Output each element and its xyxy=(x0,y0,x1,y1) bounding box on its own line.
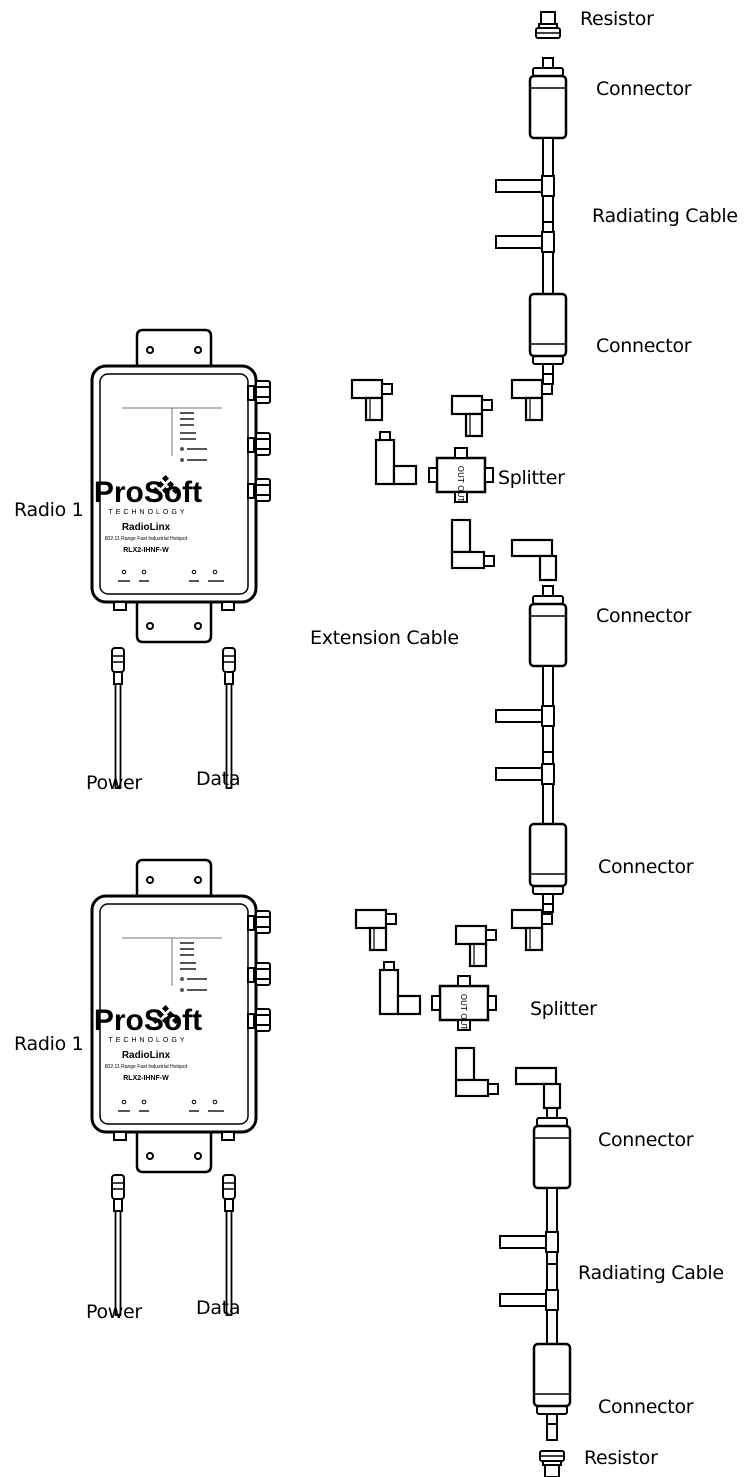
label-connector-5: Connector xyxy=(598,1129,694,1151)
splitter-top-text: OUT OUT xyxy=(456,466,465,503)
brand-logo-bottom: ProSoft xyxy=(94,1004,202,1037)
brand-sub-top: TECHNOLOGY xyxy=(108,509,187,516)
connector-5-icon xyxy=(532,1106,572,1190)
label-connector-1: Connector xyxy=(596,78,692,100)
tagline-bottom: 802.11 Range Fast Industrial Hotspot xyxy=(105,1064,188,1070)
antenna-chain-top: OUT OUT xyxy=(350,11,568,913)
label-power-bottom: Power xyxy=(86,1301,142,1323)
label-connector-6: Connector xyxy=(598,1396,694,1418)
radio-bottom: ProSoft TECHNOLOGY RadioLinx 802.11 Rang… xyxy=(90,858,272,1316)
label-splitter-top: Splitter xyxy=(498,467,565,489)
label-data-bottom: Data xyxy=(196,1297,241,1319)
connector-1-icon xyxy=(528,56,568,140)
connector-3-icon xyxy=(528,584,568,668)
product-name-bottom: RadioLinx xyxy=(122,1050,171,1061)
data-cable-top xyxy=(222,647,236,789)
cable-clip-5 xyxy=(499,1231,559,1253)
label-resistor-bottom: Resistor xyxy=(584,1447,658,1469)
splitter-bottom-text: OUT OUT xyxy=(459,994,468,1031)
antenna-chain-bottom: OUT OUT xyxy=(354,908,572,1477)
cable-clip-6 xyxy=(499,1289,559,1311)
cable-clip-4 xyxy=(495,763,555,785)
brand-logo-top: ProSoft xyxy=(94,476,202,509)
label-radio-top: Radio 1 xyxy=(14,499,84,521)
cable-clip-1 xyxy=(495,175,555,197)
label-connector-4: Connector xyxy=(598,856,694,878)
resistor-top-icon xyxy=(535,11,561,39)
label-resistor-top: Resistor xyxy=(580,8,654,30)
label-data-top: Data xyxy=(196,768,241,790)
label-extension-cable: Extension Cable xyxy=(310,627,459,649)
radio-top: ProSoft TECHNOLOGY RadioLinx 802.11 Rang… xyxy=(90,328,272,789)
brand-sub-bottom: TECHNOLOGY xyxy=(108,1037,187,1044)
model-top: RLX2-IHNF-W xyxy=(123,547,169,554)
label-radiating-cable-bottom: Radiating Cable xyxy=(578,1262,724,1284)
label-radiating-cable-top: Radiating Cable xyxy=(592,205,738,227)
model-bottom: RLX2-IHNF-W xyxy=(123,1075,169,1082)
cable-clip-2 xyxy=(495,231,555,253)
tagline-top: 802.11 Range Fast Industrial Hotspot xyxy=(105,536,188,542)
power-cable-bottom xyxy=(111,1174,125,1316)
product-name-top: RadioLinx xyxy=(122,522,171,533)
resistor-bottom-icon xyxy=(539,1450,565,1477)
power-cable-top xyxy=(111,647,125,789)
data-cable-bottom xyxy=(222,1174,236,1316)
cable-clip-3 xyxy=(495,705,555,727)
label-connector-2: Connector xyxy=(596,335,692,357)
label-radio-bottom: Radio 1 xyxy=(14,1033,84,1055)
label-connector-3: Connector xyxy=(596,605,692,627)
label-power-top: Power xyxy=(86,772,142,794)
label-splitter-bottom: Splitter xyxy=(530,998,597,1020)
